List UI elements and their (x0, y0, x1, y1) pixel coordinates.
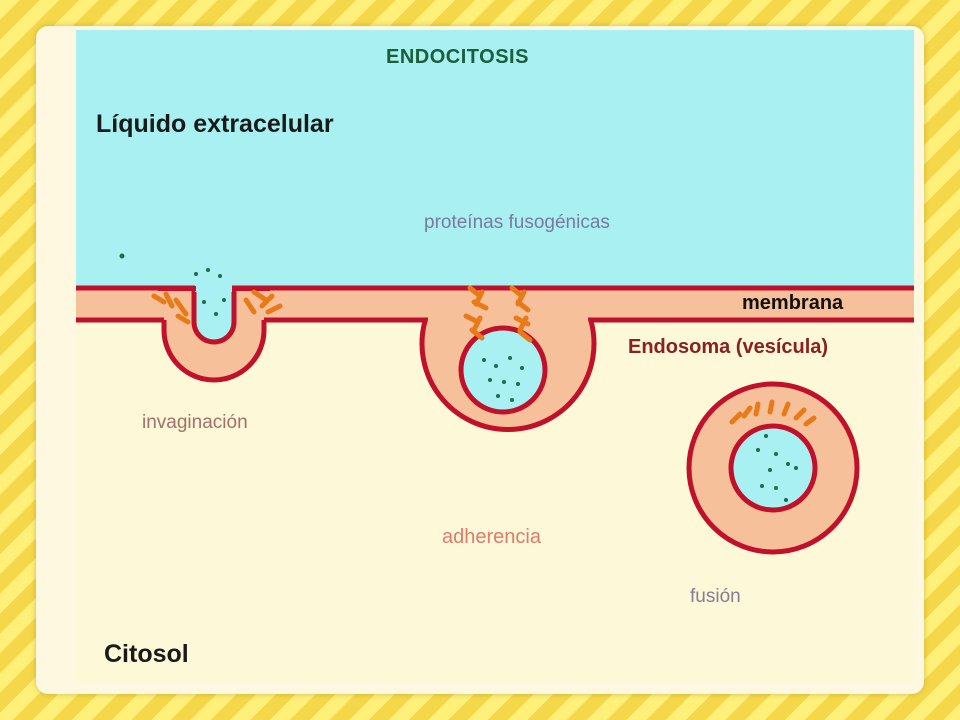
fusion-label: fusión (690, 586, 741, 607)
endocytosis-diagram: ENDOCITOSIS Líquido extracelular proteín… (76, 30, 914, 682)
invagination-label: invaginación (142, 412, 248, 433)
membrane-label: membrana (742, 292, 844, 314)
diagram-title: ENDOCITOSIS (386, 46, 529, 68)
extracellular-label: Líquido extracelular (96, 110, 334, 138)
adherence-label: adherencia (442, 526, 541, 548)
fusion-particles (756, 434, 798, 502)
fusion-vesicle (686, 381, 860, 555)
extracellular-region (76, 30, 914, 288)
diagram-svg (76, 30, 914, 682)
adherence-vesicle (419, 314, 597, 432)
cytosol-label: Citosol (104, 640, 189, 668)
adherence-proteins (463, 285, 533, 343)
fusogenic-proteins-label: proteínas fusogénicas (424, 212, 610, 233)
fusion-proteins (729, 399, 817, 427)
endosome-label: Endosoma (vesícula) (628, 336, 829, 358)
adherence-particles (482, 356, 524, 402)
invagination-proteins (151, 289, 283, 325)
invagination-particles (119, 253, 226, 316)
